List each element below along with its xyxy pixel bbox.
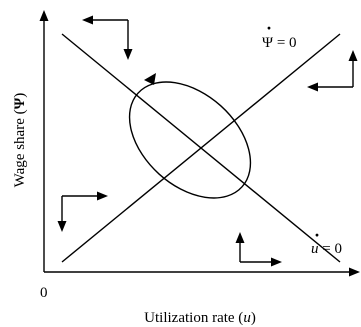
arrow-stem xyxy=(61,195,98,222)
direction-arrow-bottom-left xyxy=(57,191,108,232)
u-dot-symbol: u xyxy=(311,241,319,257)
arrow-left-head xyxy=(307,82,318,92)
orbit-ellipse xyxy=(128,81,252,199)
arrow-up-head xyxy=(348,50,358,61)
psi-dot-zero-line xyxy=(61,33,341,263)
x-axis-title-suffix: ) xyxy=(251,310,256,326)
axes xyxy=(39,10,360,277)
y-axis-title-suffix: ) xyxy=(12,93,28,98)
arrow-right-head xyxy=(271,257,282,267)
arrow-up-head xyxy=(235,232,245,243)
x-axis-title: Utilization rate (u) xyxy=(144,310,256,326)
direction-arrow-top-left xyxy=(82,15,133,60)
x-axis-symbol: u xyxy=(243,310,251,326)
arrow-right-head xyxy=(97,191,108,201)
psi-dot-locus-label: Ψ = 0 xyxy=(262,35,297,51)
y-axis-arrowhead xyxy=(39,10,49,21)
origin-label: 0 xyxy=(40,285,48,301)
x-axis-title-prefix: Utilization rate ( xyxy=(144,310,243,326)
arrow-down-head xyxy=(123,49,133,60)
arrow-stem xyxy=(92,19,129,50)
arrow-down-head xyxy=(57,221,67,232)
direction-arrow-right xyxy=(307,50,358,92)
u-dot-equals: = 0 xyxy=(319,241,342,257)
arrow-left-head xyxy=(82,15,93,25)
y-axis-symbol: Ψ xyxy=(12,97,28,109)
psi-dot-symbol: Ψ xyxy=(262,35,274,51)
psi-dot-overdot: · xyxy=(266,18,272,38)
u-dot-overdot: · xyxy=(314,225,320,245)
direction-arrow-bottom-right xyxy=(235,232,282,267)
psi-dot-equals: = 0 xyxy=(273,35,296,51)
arrow-stem xyxy=(239,242,272,263)
y-axis-title: Wage share (Ψ) xyxy=(12,93,28,188)
x-axis-arrowhead xyxy=(349,267,360,277)
y-axis-title-prefix: Wage share ( xyxy=(12,109,28,187)
arrow-stem xyxy=(317,60,354,88)
u-dot-locus-label: u = 0 xyxy=(311,241,342,257)
orbit-direction-arrowhead xyxy=(144,73,156,85)
